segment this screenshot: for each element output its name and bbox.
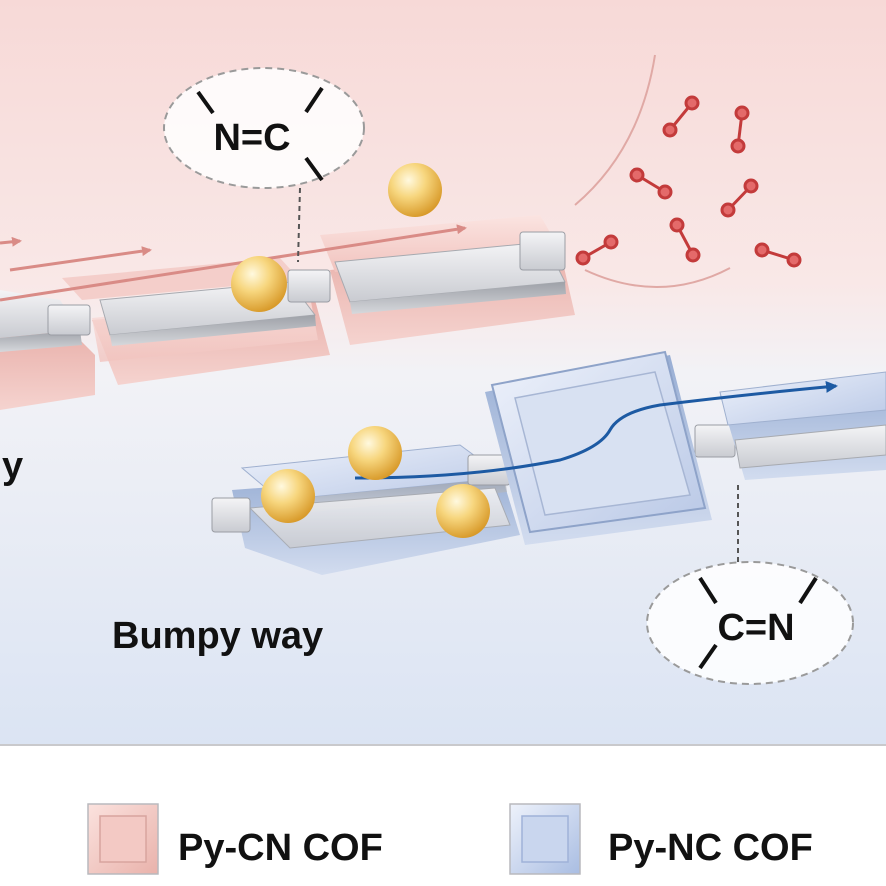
legend-label-py-nc: Py-NC COF (608, 827, 813, 869)
gas-sphere-4 (261, 469, 315, 523)
legend-item-py-cn: Py-CN COF (87, 803, 383, 875)
bottom-bond-bubble: C=N (646, 485, 854, 685)
gas-sphere-5 (436, 484, 490, 538)
pink-block-3 (320, 215, 575, 345)
pink-arrow-3 (0, 224, 467, 302)
legend-label-py-cn: Py-CN COF (178, 827, 383, 869)
gas-molecules (575, 95, 802, 268)
pink-cof-track (0, 215, 575, 410)
bumpy-way-label: Bumpy way (112, 615, 323, 657)
molecule-3 (629, 167, 673, 200)
molecule-4 (720, 178, 759, 218)
blue-connector-2 (694, 424, 736, 458)
gas-region-arc-1 (574, 54, 656, 206)
legend-item-py-nc: Py-NC COF (509, 803, 813, 875)
gas-sphere-2 (231, 256, 287, 312)
molecule-1 (662, 95, 700, 138)
bottom-bond-label: C=N (717, 607, 794, 649)
pink-arrow-1 (0, 236, 22, 247)
molecule-2 (730, 105, 750, 154)
molecule-7 (754, 242, 802, 268)
molecule-5 (669, 217, 701, 263)
top-bond-label: N=C (213, 117, 290, 159)
molecule-6 (575, 234, 619, 266)
pink-connector-3 (519, 231, 566, 271)
blue-diffusion-arrow (354, 380, 838, 480)
legend: Py-CN COF Py-NC COF (87, 803, 813, 875)
gas-region-arc-2 (584, 267, 731, 288)
top-bond-bubble: N=C (163, 67, 365, 263)
pink-arrow-2 (9, 246, 152, 272)
pink-connector-1 (47, 304, 91, 336)
gas-sphere-1 (388, 163, 442, 217)
gas-sphere-3 (348, 426, 402, 480)
smooth-way-label-fragment: y (2, 445, 23, 487)
pink-connector-2 (287, 269, 331, 303)
blue-block-3 (719, 371, 886, 480)
